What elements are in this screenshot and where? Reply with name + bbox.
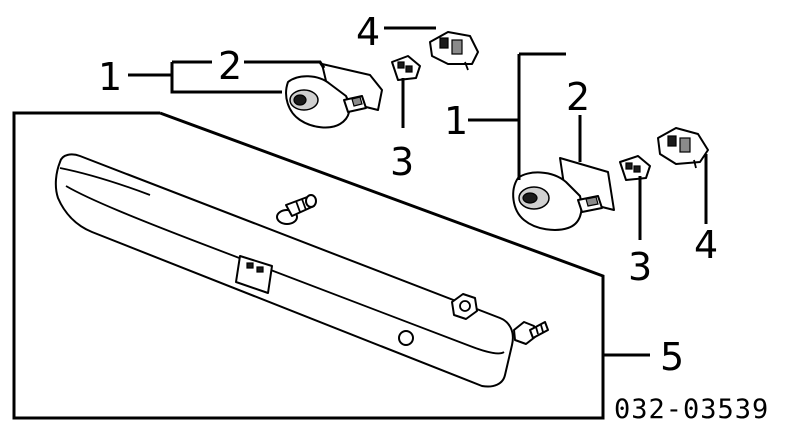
callout-labels: 1 2 3 4 1 2 3 4 5 bbox=[98, 10, 718, 379]
callout-2-right: 2 bbox=[566, 75, 590, 119]
lock-cylinder-left bbox=[285, 63, 383, 129]
garnish-nut bbox=[451, 293, 478, 320]
garnish-pin bbox=[276, 194, 317, 225]
lock-cylinder-right bbox=[512, 157, 615, 231]
callout-2-left: 2 bbox=[218, 44, 242, 88]
callout-4-right: 4 bbox=[694, 223, 718, 267]
callout-3-left: 3 bbox=[390, 140, 414, 184]
callout-5: 5 bbox=[660, 335, 684, 379]
assembly-frame bbox=[12, 111, 605, 420]
diagram-code: 032-03539 bbox=[614, 394, 769, 425]
cylinder-cap-right bbox=[657, 127, 709, 169]
callout-3-right: 3 bbox=[628, 245, 652, 289]
trunk-garnish bbox=[54, 153, 514, 388]
garnish-screw bbox=[513, 321, 549, 345]
callout-1-left: 1 bbox=[98, 55, 122, 99]
retainer-clip-right bbox=[619, 155, 651, 181]
cylinder-cap-left bbox=[429, 31, 479, 71]
callout-1-right: 1 bbox=[444, 99, 468, 143]
callout-4-left: 4 bbox=[356, 10, 380, 54]
leader-lines bbox=[128, 26, 708, 357]
retainer-clip-left bbox=[391, 55, 421, 81]
